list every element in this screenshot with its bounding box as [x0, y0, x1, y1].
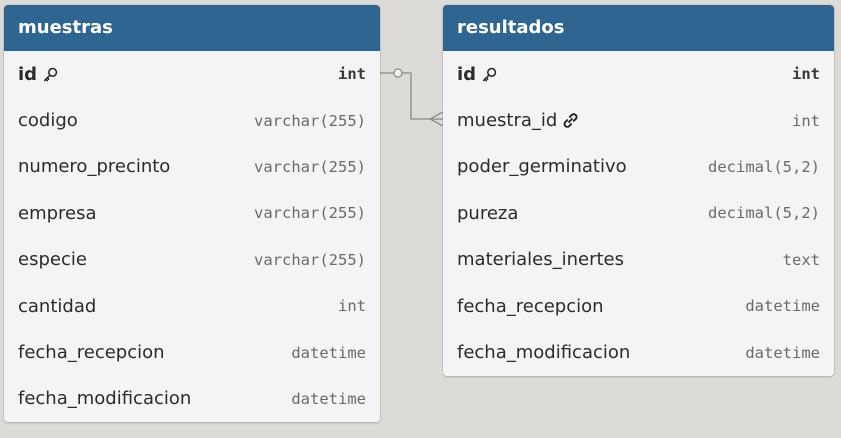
field-type: varchar(255) [254, 111, 366, 130]
field-type: varchar(255) [254, 204, 366, 223]
field-name: fecha_modificacion [18, 388, 191, 409]
field-row-codigo[interactable]: codigo varchar(255) [4, 97, 380, 143]
field-name-text: id [18, 63, 38, 85]
table-header[interactable]: resultados [443, 5, 834, 51]
field-type: datetime [291, 343, 366, 362]
field-type: varchar(255) [254, 157, 366, 176]
field-name: materiales_inertes [457, 249, 624, 270]
key-icon [481, 66, 498, 83]
link-icon [562, 112, 579, 129]
field-row-numero-precinto[interactable]: numero_precinto varchar(255) [4, 144, 380, 190]
field-type: datetime [745, 297, 820, 316]
field-row-materiales-inertes[interactable]: materiales_inertes text [443, 237, 834, 283]
field-row-fecha-recepcion[interactable]: fecha_recepcion datetime [4, 329, 380, 375]
field-name-text: id [457, 63, 477, 85]
one-marker [393, 68, 403, 78]
field-name: codigo [18, 110, 78, 131]
field-name: fecha_recepcion [457, 296, 604, 317]
field-name-text: codigo [18, 110, 78, 132]
field-name: id [18, 64, 59, 85]
field-name-text: muestra_id [457, 110, 558, 132]
field-type: int [338, 65, 366, 84]
field-name: empresa [18, 203, 97, 224]
field-row-muestra-id[interactable]: muestra_id int [443, 97, 834, 143]
field-type: datetime [745, 343, 820, 362]
field-row-poder-germinativo[interactable]: poder_germinativo decimal(5,2) [443, 144, 834, 190]
field-row-especie[interactable]: especie varchar(255) [4, 237, 380, 283]
field-name: especie [18, 249, 87, 270]
field-type: int [792, 65, 820, 84]
field-type: text [782, 250, 820, 269]
field-name-text: fecha_modificacion [457, 342, 631, 364]
field-name-text: especie [18, 249, 87, 271]
field-name: muestra_id [457, 110, 579, 131]
field-name: poder_germinativo [457, 156, 627, 177]
field-name: fecha_modificacion [457, 342, 630, 363]
field-type: int [338, 297, 366, 316]
field-name: numero_precinto [18, 156, 170, 177]
field-name-text: materiales_inertes [457, 249, 624, 271]
field-name-text: pureza [457, 202, 519, 224]
field-type: decimal(5,2) [708, 204, 820, 223]
field-name: cantidad [18, 296, 96, 317]
table-header[interactable]: muestras [4, 5, 380, 51]
key-icon [42, 66, 59, 83]
field-type: varchar(255) [254, 250, 366, 269]
field-type: datetime [291, 389, 366, 408]
field-row-empresa[interactable]: empresa varchar(255) [4, 190, 380, 236]
table-resultados[interactable]: resultados id int muestra_id int poder_germi… [443, 5, 834, 376]
field-row-pureza[interactable]: pureza decimal(5,2) [443, 190, 834, 236]
field-name-text: fecha_recepcion [457, 295, 604, 317]
field-name-text: fecha_modificacion [18, 388, 192, 410]
field-name: id [457, 64, 498, 85]
connector-line [380, 72, 443, 120]
field-type: int [792, 111, 820, 130]
field-name-text: poder_germinativo [457, 156, 627, 178]
field-name-text: empresa [18, 202, 97, 224]
field-row-fecha-recepcion[interactable]: fecha_recepcion datetime [443, 283, 834, 329]
field-name: pureza [457, 203, 518, 224]
field-row-fecha-modificacion[interactable]: fecha_modificacion datetime [4, 376, 380, 422]
field-row-cantidad[interactable]: cantidad int [4, 283, 380, 329]
field-row-fecha-modificacion[interactable]: fecha_modificacion datetime [443, 329, 834, 375]
field-name-text: numero_precinto [18, 156, 171, 178]
field-name-text: fecha_recepcion [18, 342, 165, 364]
field-row-id[interactable]: id int [443, 51, 834, 97]
many-crowfoot [428, 111, 444, 127]
field-name: fecha_recepcion [18, 342, 165, 363]
field-name-text: cantidad [18, 295, 97, 317]
field-row-id[interactable]: id int [4, 51, 380, 97]
field-type: decimal(5,2) [708, 157, 820, 176]
